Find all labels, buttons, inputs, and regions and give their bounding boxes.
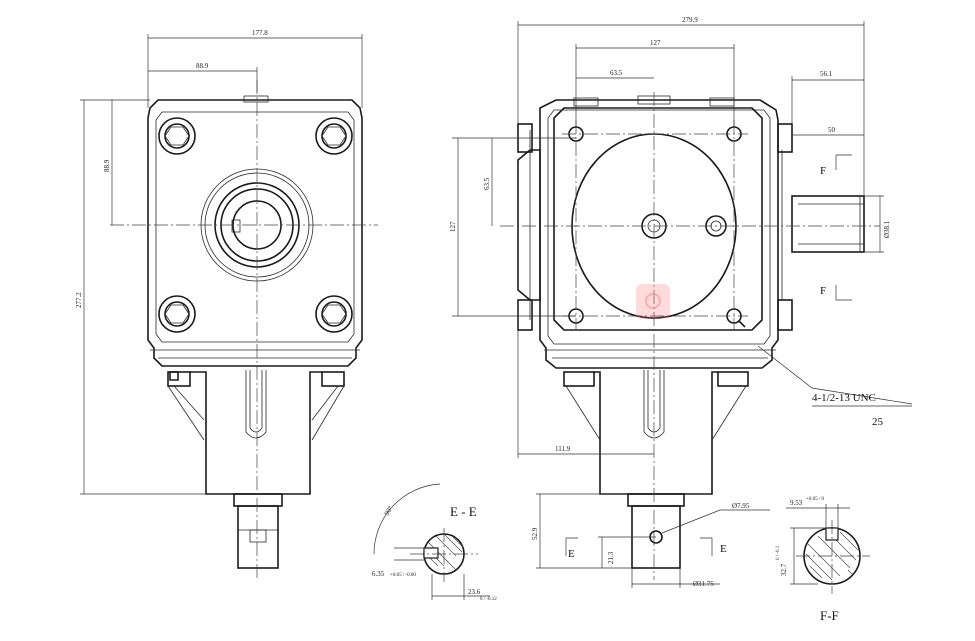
cut-f-top: F xyxy=(820,165,826,177)
bolt-bottom-right xyxy=(315,295,353,333)
dim-127-h: 127 xyxy=(650,39,661,47)
dim-dia-38-1: Ø38.1 xyxy=(883,220,891,238)
side-dimensions: 279.9 127 63.5 56.1 50 Ø38.1 127 63.5 11… xyxy=(449,16,913,458)
dim-dia-31-75: Ø31.75 xyxy=(693,580,714,588)
dim-279-9: 279.9 xyxy=(682,16,698,24)
dim-127-v: 127 xyxy=(449,221,457,232)
dim-88-9-h: 88.9 xyxy=(196,62,209,70)
ff-depth: 32.7 xyxy=(780,563,788,576)
section-ff-title: F-F xyxy=(820,608,839,623)
dim-56-1: 56.1 xyxy=(820,70,833,78)
ee-key-width: 6.35 xyxy=(372,570,385,578)
dim-277-2: 277.2 xyxy=(75,292,83,308)
ff-key-width: 9.53 xyxy=(790,499,803,507)
ee-angle: 90° xyxy=(383,504,395,517)
dim-63-5-v: 63.5 xyxy=(483,177,491,190)
ff-key-tol: +0.05 / 0 xyxy=(806,497,824,502)
ee-depth-tol: 0 / -0.12 xyxy=(480,597,497,602)
lower-shaft-detail: 52.9 21.3 Ø7.95 Ø31.75 E E xyxy=(531,493,770,588)
dim-88-9-v: 88.9 xyxy=(103,159,111,172)
dim-111-9: 111.9 xyxy=(555,445,571,453)
front-dimensions: 177.8 88.9 88.9 277.2 xyxy=(75,29,363,495)
camera-watermark-icon xyxy=(636,284,670,318)
thread-depth: 25 xyxy=(872,416,884,428)
section-ee: 90° 6.35 +0.05 / -0.00 23.6 0 / -0.12 E … xyxy=(372,483,497,602)
thread-callout: 4-1/2-13 UNC xyxy=(812,392,876,404)
ee-depth: 23.6 xyxy=(468,588,481,596)
side-view xyxy=(500,92,880,580)
bolt-top-left xyxy=(158,117,196,155)
section-ee-title: E - E xyxy=(450,504,477,519)
dim-cross-hole: Ø7.95 xyxy=(732,502,750,510)
dim-50: 50 xyxy=(828,126,836,134)
dim-63-5-h: 63.5 xyxy=(610,69,623,77)
bolt-top-right xyxy=(315,117,353,155)
cut-f-bottom: F xyxy=(820,285,826,297)
dim-177-8: 177.8 xyxy=(252,29,268,37)
section-ff: 9.53 +0.05 / 0 32.7 0 / -0.1 F-F xyxy=(776,497,870,623)
front-view xyxy=(110,80,378,580)
ff-depth-tol: 0 / -0.1 xyxy=(776,545,781,560)
cut-e-right: E xyxy=(720,543,727,555)
ee-key-tol: +0.05 / -0.00 xyxy=(390,573,416,578)
bolt-bottom-left xyxy=(158,295,196,333)
dim-21-3: 21.3 xyxy=(607,551,615,564)
cut-e-left: E xyxy=(568,548,575,560)
dim-52-9: 52.9 xyxy=(531,527,539,540)
